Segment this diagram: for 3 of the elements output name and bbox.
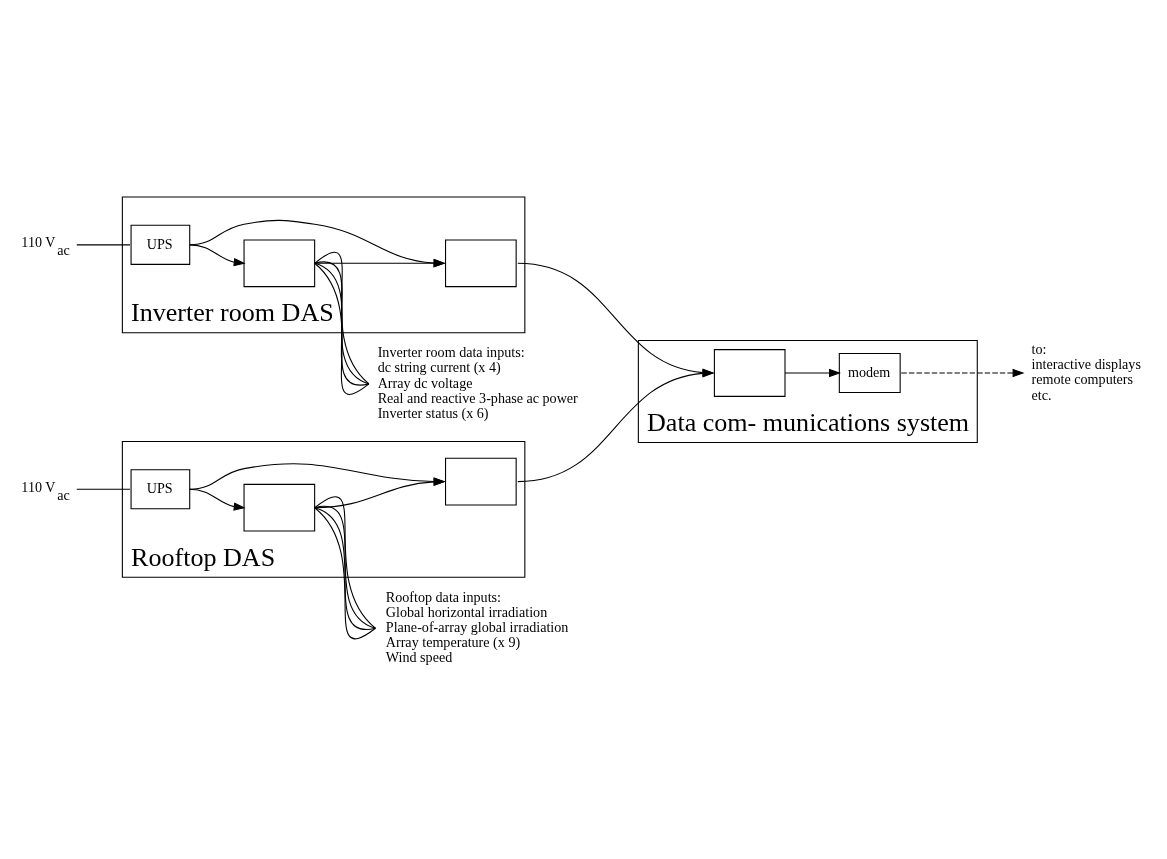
node-text: to: interactive displays remote computers etc. <box>1031 340 1141 403</box>
node-text: Rooftop data inputs: Global horizontal irradiation Plane-of-array global irradiation Array temperature (x 9) Wind speed <box>385 588 569 666</box>
node-text: Inverter room data inputs: dc string current (x 4) Array dc voltage Real and reactive 3-phase ac power Inverter status (x 6) <box>377 344 578 421</box>
